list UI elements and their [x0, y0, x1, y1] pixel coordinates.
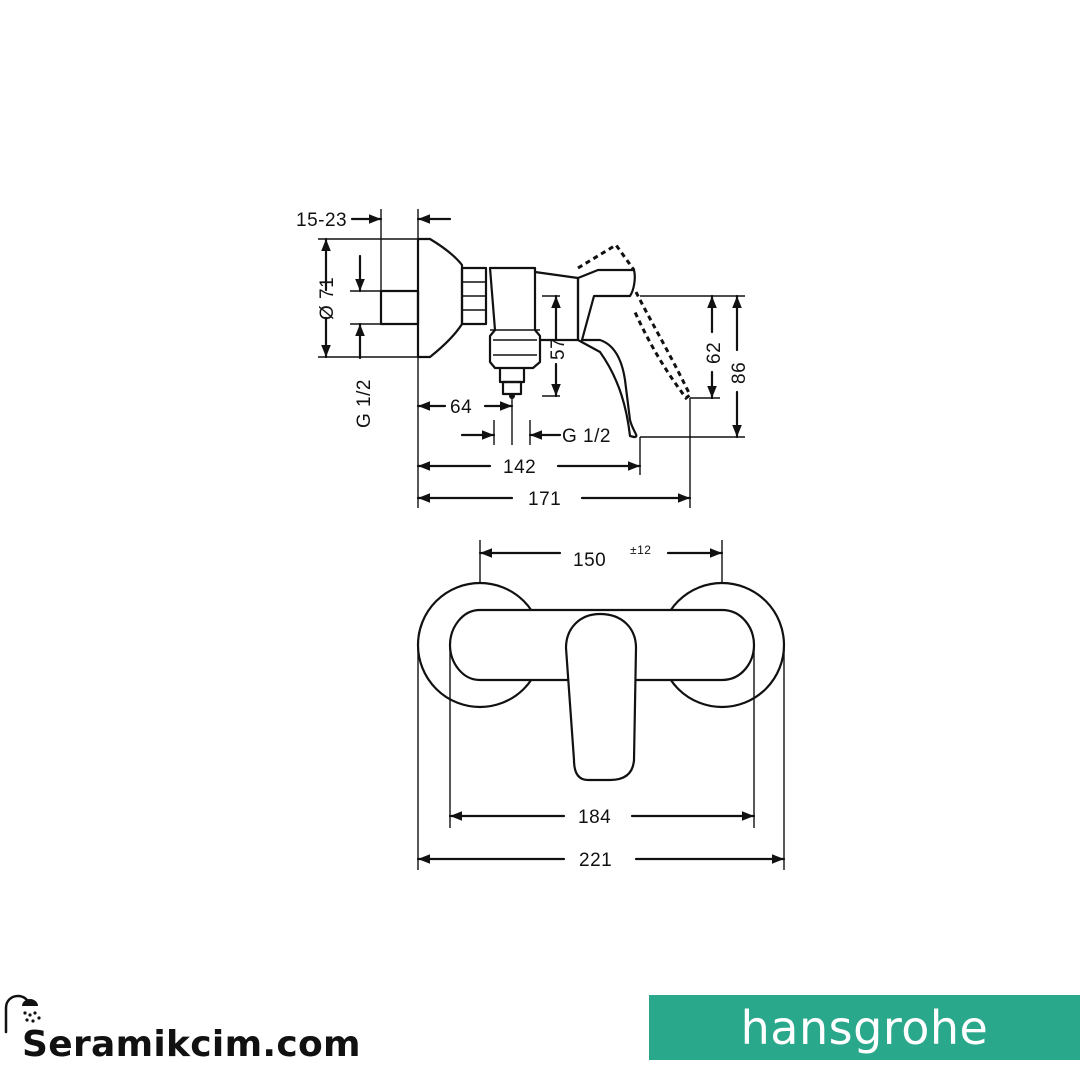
dim-center-tolerance: ±12 — [630, 543, 651, 557]
brand-bar: hansgrohe — [649, 995, 1080, 1060]
brand-name: hansgrohe — [740, 1000, 989, 1055]
dim-inlet-thread: G 1/2 — [354, 379, 375, 428]
dim-width-body: 184 — [578, 807, 611, 828]
dim-center-distance: 150 — [573, 550, 606, 571]
dim-width-total: 221 — [579, 850, 612, 871]
dim-outlet-thread: G 1/2 — [562, 426, 611, 447]
outlet-nipple — [498, 366, 526, 384]
union-nut — [460, 266, 488, 326]
lever-raised-top — [577, 242, 636, 271]
dim-lever-height: 57 — [548, 338, 569, 360]
lever-raised-outline — [632, 291, 692, 401]
side-view: 15-23 Ø 71 G 1/2 57 62 86 64 G 1/2 — [296, 209, 750, 510]
dim-outlet-offset: 64 — [450, 397, 472, 418]
dim-wall-depth: 15-23 — [296, 210, 347, 231]
shower-head-icon — [4, 994, 41, 1034]
mixer-lever — [576, 268, 638, 439]
lever-front — [564, 612, 638, 782]
pipe-stub — [379, 289, 420, 326]
site-name: Seramikcim.com — [22, 1024, 361, 1065]
mixer-body — [488, 266, 542, 370]
dim-total-height: 86 — [729, 362, 750, 384]
dim-depth-body: 142 — [503, 457, 536, 478]
dim-outlet-height: 62 — [704, 342, 725, 364]
rosette — [416, 237, 464, 359]
front-view: 150 ±12 184 221 — [416, 540, 786, 871]
dim-rosette-diameter: Ø 71 — [317, 277, 338, 320]
dim-depth-total: 171 — [528, 489, 561, 510]
